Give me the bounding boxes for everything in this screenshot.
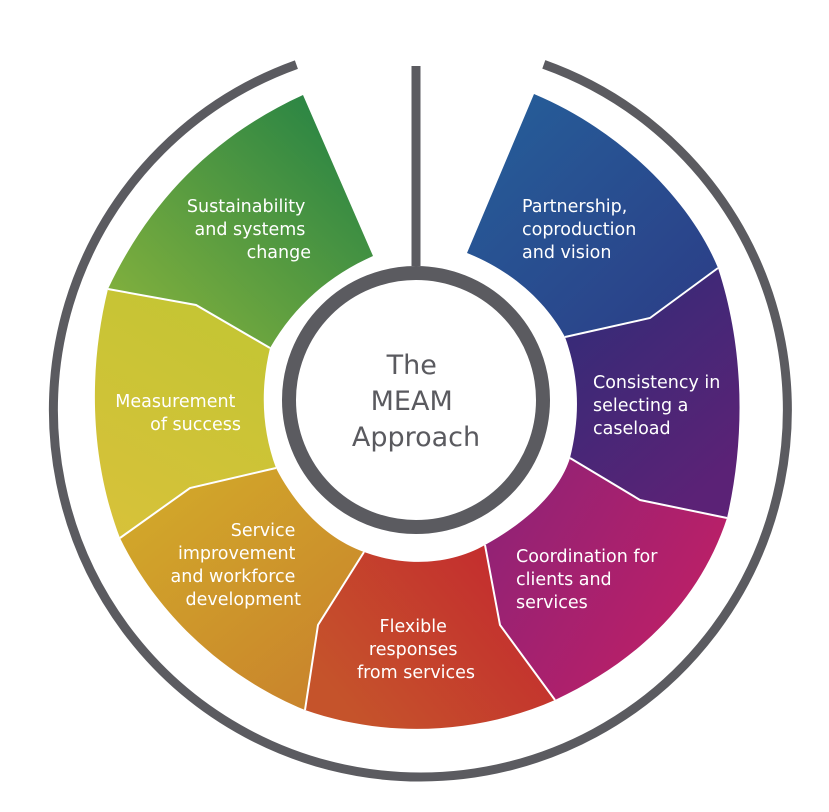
label-measurement: Measurement of success (115, 392, 241, 435)
label-service-improvement: Service improvement and workforce develo… (171, 521, 302, 610)
center-title: The MEAM Approach (352, 350, 480, 453)
label-consistency: Consistency in selecting a caseload (593, 373, 726, 439)
outer-ring (48, 60, 792, 782)
segments (94, 94, 740, 729)
label-partnership: Partnership, coproduction and vision (522, 197, 642, 263)
segment-sustainability[interactable] (108, 95, 373, 348)
segment-dividers (107, 267, 728, 711)
segment-measurement[interactable] (94, 289, 276, 538)
label-coordination: Coordination for clients and services (516, 547, 663, 613)
segment-flexible[interactable] (305, 545, 555, 729)
segment-partnership[interactable] (467, 94, 718, 337)
segment-coordination[interactable] (485, 458, 727, 700)
center-circle (282, 266, 550, 534)
center-title-line-3: Approach (352, 422, 480, 453)
center-title-line-1: The (386, 350, 437, 381)
center-title-line-2: MEAM (371, 386, 453, 417)
label-flexible: Flexible responses from services (357, 617, 475, 683)
connector-bar (411, 66, 421, 266)
segment-service-improvement[interactable] (120, 468, 364, 710)
segment-consistency[interactable] (565, 268, 740, 518)
label-sustainability: Sustainability and systems change (187, 197, 311, 263)
